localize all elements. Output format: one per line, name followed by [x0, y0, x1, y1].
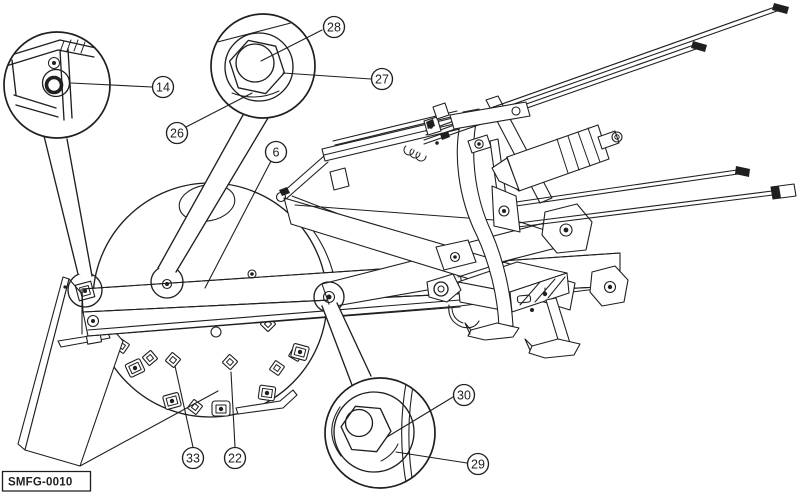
detail-tail-c [321, 302, 372, 386]
svg-text:22: 22 [228, 452, 242, 466]
svg-text:30: 30 [457, 389, 471, 403]
rod-clamp-assembly [403, 101, 531, 162]
callout-6: 6 [264, 140, 288, 164]
callout-22: 22 [223, 446, 247, 470]
bar-top-bolt [247, 269, 257, 279]
callout-30: 30 [452, 383, 476, 407]
skid-knob [41, 68, 71, 98]
callout-leaders [70, 29, 468, 464]
svg-text:29: 29 [471, 458, 485, 472]
callout-14: 14 [151, 75, 175, 99]
hub-hex-nut [340, 405, 392, 453]
hub-washer [333, 391, 415, 473]
hex-nut [228, 39, 286, 95]
pivot-plates [541, 203, 629, 307]
svg-text:14: 14 [156, 81, 170, 95]
svg-text:6: 6 [273, 146, 280, 160]
bar-end-bolt [86, 314, 100, 328]
pto-shaft [491, 124, 623, 192]
nut-washer [224, 32, 294, 102]
svg-text:27: 27 [375, 73, 389, 87]
callout-28: 28 [322, 15, 346, 39]
pto-shaft-end [611, 131, 623, 143]
detail-view-skid-shoe [3, 31, 111, 139]
hose-coil [403, 145, 427, 162]
blade-clamps [124, 343, 310, 417]
svg-text:28: 28 [327, 21, 341, 35]
disc-square-nuts [114, 316, 304, 415]
svg-text:33: 33 [186, 452, 200, 466]
adjustment-rods [423, 3, 797, 233]
detail-view-top-nut [210, 13, 316, 119]
detail-tail-b [157, 114, 269, 273]
gooseneck-tab-bolt [467, 134, 492, 154]
rotor-disc [92, 182, 441, 418]
detail-source-left [67, 272, 103, 308]
callout-27: 27 [370, 67, 394, 91]
detail-view-hub-bolt [324, 377, 436, 489]
gooseneck-tube [456, 108, 514, 329]
parking-stands [464, 297, 581, 359]
svg-text:26: 26 [170, 127, 184, 141]
figure-code-box: SMFG-0010 [1, 470, 92, 492]
callout-26: 26 [165, 121, 189, 145]
callout-balloons: 14 28 27 26 6 30 29 33 [151, 15, 490, 476]
knife-blade-bottom [235, 389, 298, 415]
figure-code-label: SMFG-0010 [8, 477, 72, 489]
disc-hole [210, 326, 222, 338]
callout-33: 33 [181, 446, 205, 470]
hitch-frame [426, 257, 570, 329]
detail-tail-a [43, 135, 93, 277]
callout-29: 29 [466, 452, 490, 476]
